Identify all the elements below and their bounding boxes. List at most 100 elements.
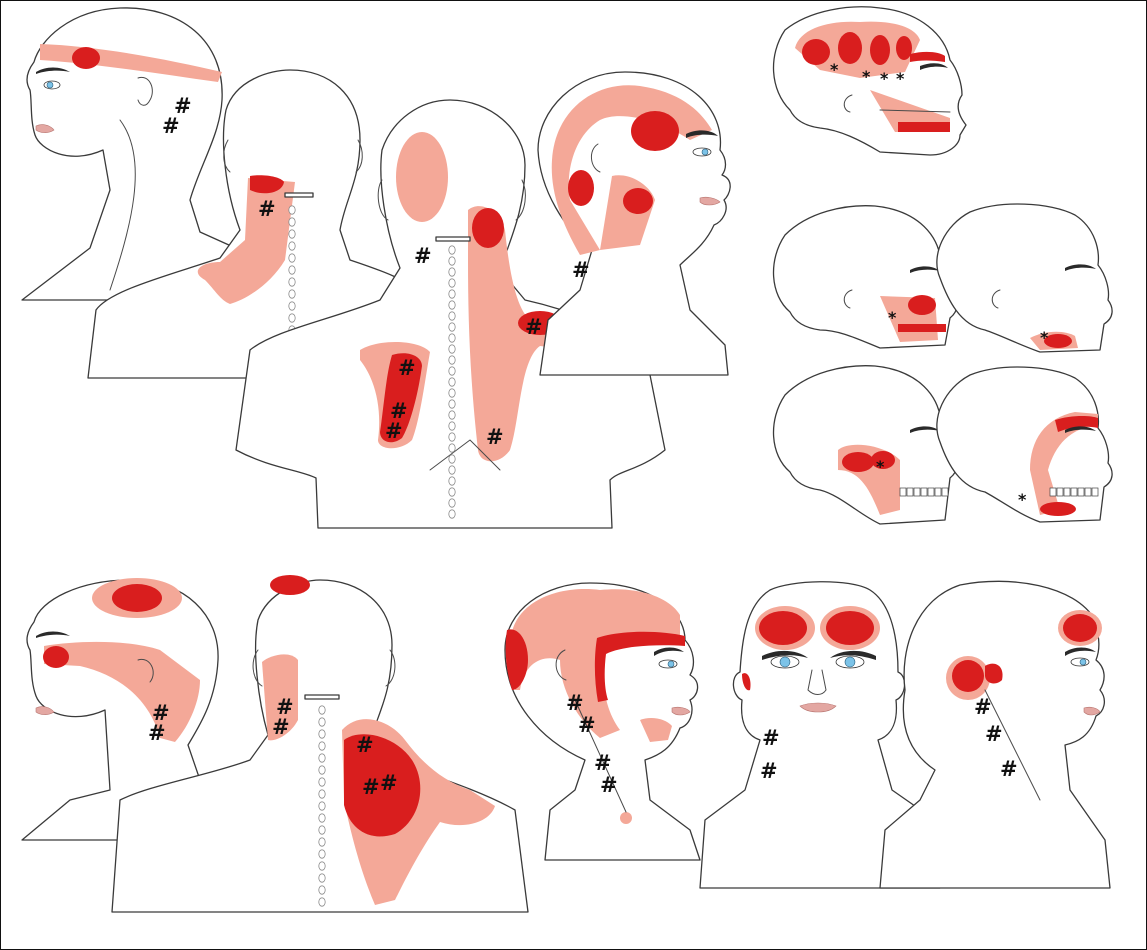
vertebra bbox=[319, 754, 325, 762]
skull-temporal: * * * * bbox=[774, 7, 966, 155]
vertebra bbox=[319, 790, 325, 798]
trigger-marker: # bbox=[356, 733, 374, 757]
vertebra bbox=[319, 766, 325, 774]
vertebra bbox=[289, 218, 295, 226]
head-side-left: # # bbox=[22, 8, 240, 300]
vertebra bbox=[449, 499, 455, 507]
vertebra bbox=[449, 444, 455, 452]
vertebra bbox=[319, 850, 325, 858]
vertebra bbox=[449, 389, 455, 397]
vertebra bbox=[449, 246, 455, 254]
vertebra bbox=[449, 279, 455, 287]
vertebra bbox=[449, 367, 455, 375]
tooth bbox=[1078, 488, 1084, 496]
skull-pterygoid-medial: * bbox=[774, 366, 957, 524]
vertebra bbox=[289, 266, 295, 274]
vertebra bbox=[449, 378, 455, 386]
trigger-marker: # bbox=[566, 691, 584, 715]
vertebra bbox=[319, 802, 325, 810]
vertebra bbox=[449, 345, 455, 353]
muscle-marker: * bbox=[830, 60, 839, 79]
muscle-marker: * bbox=[1018, 490, 1027, 509]
vertebra bbox=[449, 400, 455, 408]
vertebra bbox=[449, 510, 455, 518]
vertebra bbox=[289, 290, 295, 298]
vertebra bbox=[449, 334, 455, 342]
vertebra bbox=[319, 898, 325, 906]
vertebra bbox=[449, 466, 455, 474]
trigger-marker: # bbox=[762, 726, 780, 750]
vertebra bbox=[289, 314, 295, 322]
tooth bbox=[914, 488, 920, 496]
muscle-marker: * bbox=[880, 69, 889, 88]
head-side-right: # bbox=[538, 72, 730, 375]
vertebra bbox=[289, 278, 295, 286]
vertebra bbox=[449, 356, 455, 364]
vertebra bbox=[449, 257, 455, 265]
trigger-marker: # bbox=[760, 759, 778, 783]
trigger-marker: # bbox=[272, 715, 290, 739]
skull-masseter-upper: * bbox=[774, 206, 957, 348]
vertebra bbox=[319, 718, 325, 726]
vertebra bbox=[319, 730, 325, 738]
vertebra bbox=[319, 778, 325, 786]
vertebra bbox=[289, 206, 295, 214]
vertebra bbox=[449, 411, 455, 419]
tooth bbox=[942, 488, 948, 496]
trigger-marker: # bbox=[258, 197, 276, 221]
vertebra bbox=[319, 706, 325, 714]
vertebra bbox=[449, 455, 455, 463]
tooth bbox=[935, 488, 941, 496]
vertebra bbox=[289, 230, 295, 238]
trigger-marker: # bbox=[362, 775, 380, 799]
trigger-marker: # bbox=[486, 425, 504, 449]
trigger-marker: # bbox=[1000, 757, 1018, 781]
tooth bbox=[1092, 488, 1098, 496]
trigger-marker: # bbox=[385, 419, 403, 443]
tooth bbox=[1064, 488, 1070, 496]
head-side-bottom-center: # # # # bbox=[505, 583, 700, 860]
vertebra bbox=[319, 838, 325, 846]
muscle-marker: * bbox=[1040, 328, 1049, 347]
vertebra bbox=[449, 290, 455, 298]
trigger-marker: # bbox=[600, 773, 618, 797]
tooth bbox=[1057, 488, 1063, 496]
trigger-marker: # bbox=[985, 722, 1003, 746]
tooth bbox=[900, 488, 906, 496]
vertebra bbox=[449, 477, 455, 485]
tooth bbox=[1071, 488, 1077, 496]
vertebra bbox=[449, 301, 455, 309]
skull-pterygoid-lateral: * bbox=[937, 367, 1112, 522]
trigger-marker: # bbox=[162, 114, 180, 138]
trigger-marker: # bbox=[572, 258, 590, 282]
vertebra bbox=[319, 826, 325, 834]
tooth bbox=[1085, 488, 1091, 496]
vertebra bbox=[319, 886, 325, 894]
vertebra bbox=[319, 742, 325, 750]
vertebra bbox=[289, 242, 295, 250]
trigger-marker: # bbox=[594, 751, 612, 775]
vertebra bbox=[449, 312, 455, 320]
vertebra bbox=[289, 254, 295, 262]
muscle-marker: * bbox=[888, 308, 897, 327]
trigger-marker: # bbox=[380, 771, 398, 795]
vertebra bbox=[289, 302, 295, 310]
vertebra bbox=[449, 488, 455, 496]
tooth bbox=[1050, 488, 1056, 496]
vertebra bbox=[449, 422, 455, 430]
muscle-marker: * bbox=[876, 457, 885, 476]
tooth bbox=[907, 488, 913, 496]
trigger-marker: # bbox=[414, 244, 432, 268]
trigger-marker: # bbox=[398, 356, 416, 380]
vertebra bbox=[449, 268, 455, 276]
muscle-marker: * bbox=[862, 67, 871, 86]
vertebra bbox=[449, 323, 455, 331]
trigger-marker: # bbox=[525, 315, 543, 339]
muscle-marker: * bbox=[896, 69, 905, 88]
vertebra bbox=[319, 862, 325, 870]
head-side-bottom-right: # # # bbox=[880, 581, 1110, 888]
vertebra bbox=[319, 814, 325, 822]
skull-masseter-deep: * bbox=[937, 204, 1112, 352]
tooth bbox=[921, 488, 927, 496]
